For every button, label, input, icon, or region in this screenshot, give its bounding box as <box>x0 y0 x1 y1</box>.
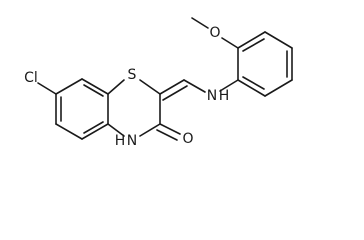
thiazine-ring <box>107 79 161 137</box>
bond-b5-b6 <box>55 123 83 140</box>
bond-c3-n4 <box>139 123 161 137</box>
bond-c3-o-double <box>156 129 178 141</box>
bond-b2-b3-inner <box>83 84 104 97</box>
benzo-ring <box>55 78 109 140</box>
bond-p6-p1-inner <box>242 76 265 90</box>
bond-p2-p3-inner <box>242 38 265 52</box>
bond-c3-o <box>159 123 181 135</box>
sulfur-label: S <box>128 67 137 83</box>
bond-p2-p3 <box>237 31 266 49</box>
bond-p6-p1 <box>237 79 266 97</box>
chemical-structure-diagram: Cl S N H O N H O <box>24 17 293 149</box>
bond-b4-b5 <box>81 123 109 140</box>
bond-o-methyl <box>191 17 209 29</box>
amine-h-label: H <box>219 88 230 104</box>
bond-c2-ch <box>159 79 185 95</box>
bond-n4-b3 <box>107 123 125 137</box>
lactam-n-label: N <box>127 133 137 149</box>
bond-p3-p4 <box>264 31 293 49</box>
bond-b2-s <box>107 79 125 95</box>
carbonyl-oxygen-label: O <box>182 131 193 147</box>
amine-n-label: N <box>207 88 217 104</box>
bond-s-c2 <box>139 79 161 95</box>
bond-ch-n <box>183 79 206 93</box>
bond-c-cl <box>37 82 57 95</box>
bond-p5-p6 <box>264 79 293 97</box>
chlorine-label: Cl <box>24 70 38 86</box>
bond-b1-b2 <box>55 78 83 95</box>
bond-b2-b3 <box>81 78 109 95</box>
methoxyphenyl-ring <box>237 31 293 97</box>
lactam-h-label: H <box>115 133 126 149</box>
bond-b4-b5-inner <box>83 121 104 134</box>
bond-c2-ch-double <box>162 85 188 101</box>
bond-aryl-o <box>221 37 239 49</box>
methoxy-oxygen-label: O <box>209 25 220 41</box>
bond-n-aryl <box>219 79 239 92</box>
